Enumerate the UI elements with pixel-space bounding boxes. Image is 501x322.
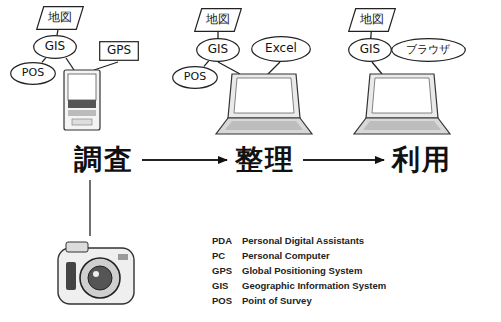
node-label: ブラウザ <box>406 44 450 56</box>
tool-ellipse: GIS <box>196 38 240 62</box>
digital-camera <box>58 242 134 304</box>
tool-ellipse: ブラウザ <box>391 38 466 62</box>
stage-text: 調査 <box>72 143 136 177</box>
map-parallelogram: 地図 <box>194 8 242 32</box>
link-line <box>217 32 218 38</box>
abbreviation: GIS <box>212 281 228 291</box>
tool-ellipse: GIS <box>33 35 77 59</box>
node-label: GPS <box>107 44 131 57</box>
abbreviation: PC <box>212 251 225 261</box>
abbreviation: PDA <box>212 236 232 246</box>
tool-ellipse: Excel <box>251 36 311 62</box>
abbreviation-meaning: Global Positioning System <box>242 266 362 276</box>
laptop-pc <box>354 74 450 134</box>
tool-ellipse: POS <box>10 62 56 85</box>
abbreviation-meaning: Personal Digital Assistants <box>242 236 364 246</box>
node-label: Excel <box>265 42 297 55</box>
stage-text: 利用 <box>390 143 454 177</box>
abbreviation-meaning: Personal Computer <box>242 251 330 261</box>
flow-arrow <box>142 159 227 161</box>
stage-text: 整理 <box>233 143 297 177</box>
node-label: GIS <box>208 43 228 56</box>
stage-name: 利用 <box>392 145 452 176</box>
device-box: GPS <box>99 41 139 61</box>
node-label: 地図 <box>206 13 230 26</box>
node-label: GIS <box>360 43 380 56</box>
tool-ellipse: POS <box>172 66 218 89</box>
abbreviation: POS <box>212 296 232 306</box>
abbreviation: GPS <box>212 266 232 276</box>
flow-arrow <box>303 159 384 161</box>
node-label: POS <box>22 67 44 79</box>
pda-device <box>64 70 100 130</box>
map-parallelogram: 地図 <box>36 6 84 30</box>
stage-name: 整理 <box>235 145 295 176</box>
abbreviation-meaning: Point of Survey <box>242 296 312 306</box>
abbreviation-meaning: Geographic Information System <box>242 281 386 291</box>
tool-ellipse: GIS <box>348 38 392 62</box>
node-label: POS <box>184 71 206 83</box>
stage-name: 調査 <box>74 145 134 176</box>
device-wires <box>66 58 382 236</box>
link-line <box>56 30 58 35</box>
link-line <box>42 58 46 63</box>
node-label: GIS <box>45 40 65 53</box>
node-label: 地図 <box>360 13 384 26</box>
map-parallelogram: 地図 <box>348 8 396 32</box>
link-line <box>204 61 209 67</box>
link-line <box>370 32 372 38</box>
node-label: 地図 <box>48 11 72 24</box>
laptop-pc <box>216 74 312 134</box>
